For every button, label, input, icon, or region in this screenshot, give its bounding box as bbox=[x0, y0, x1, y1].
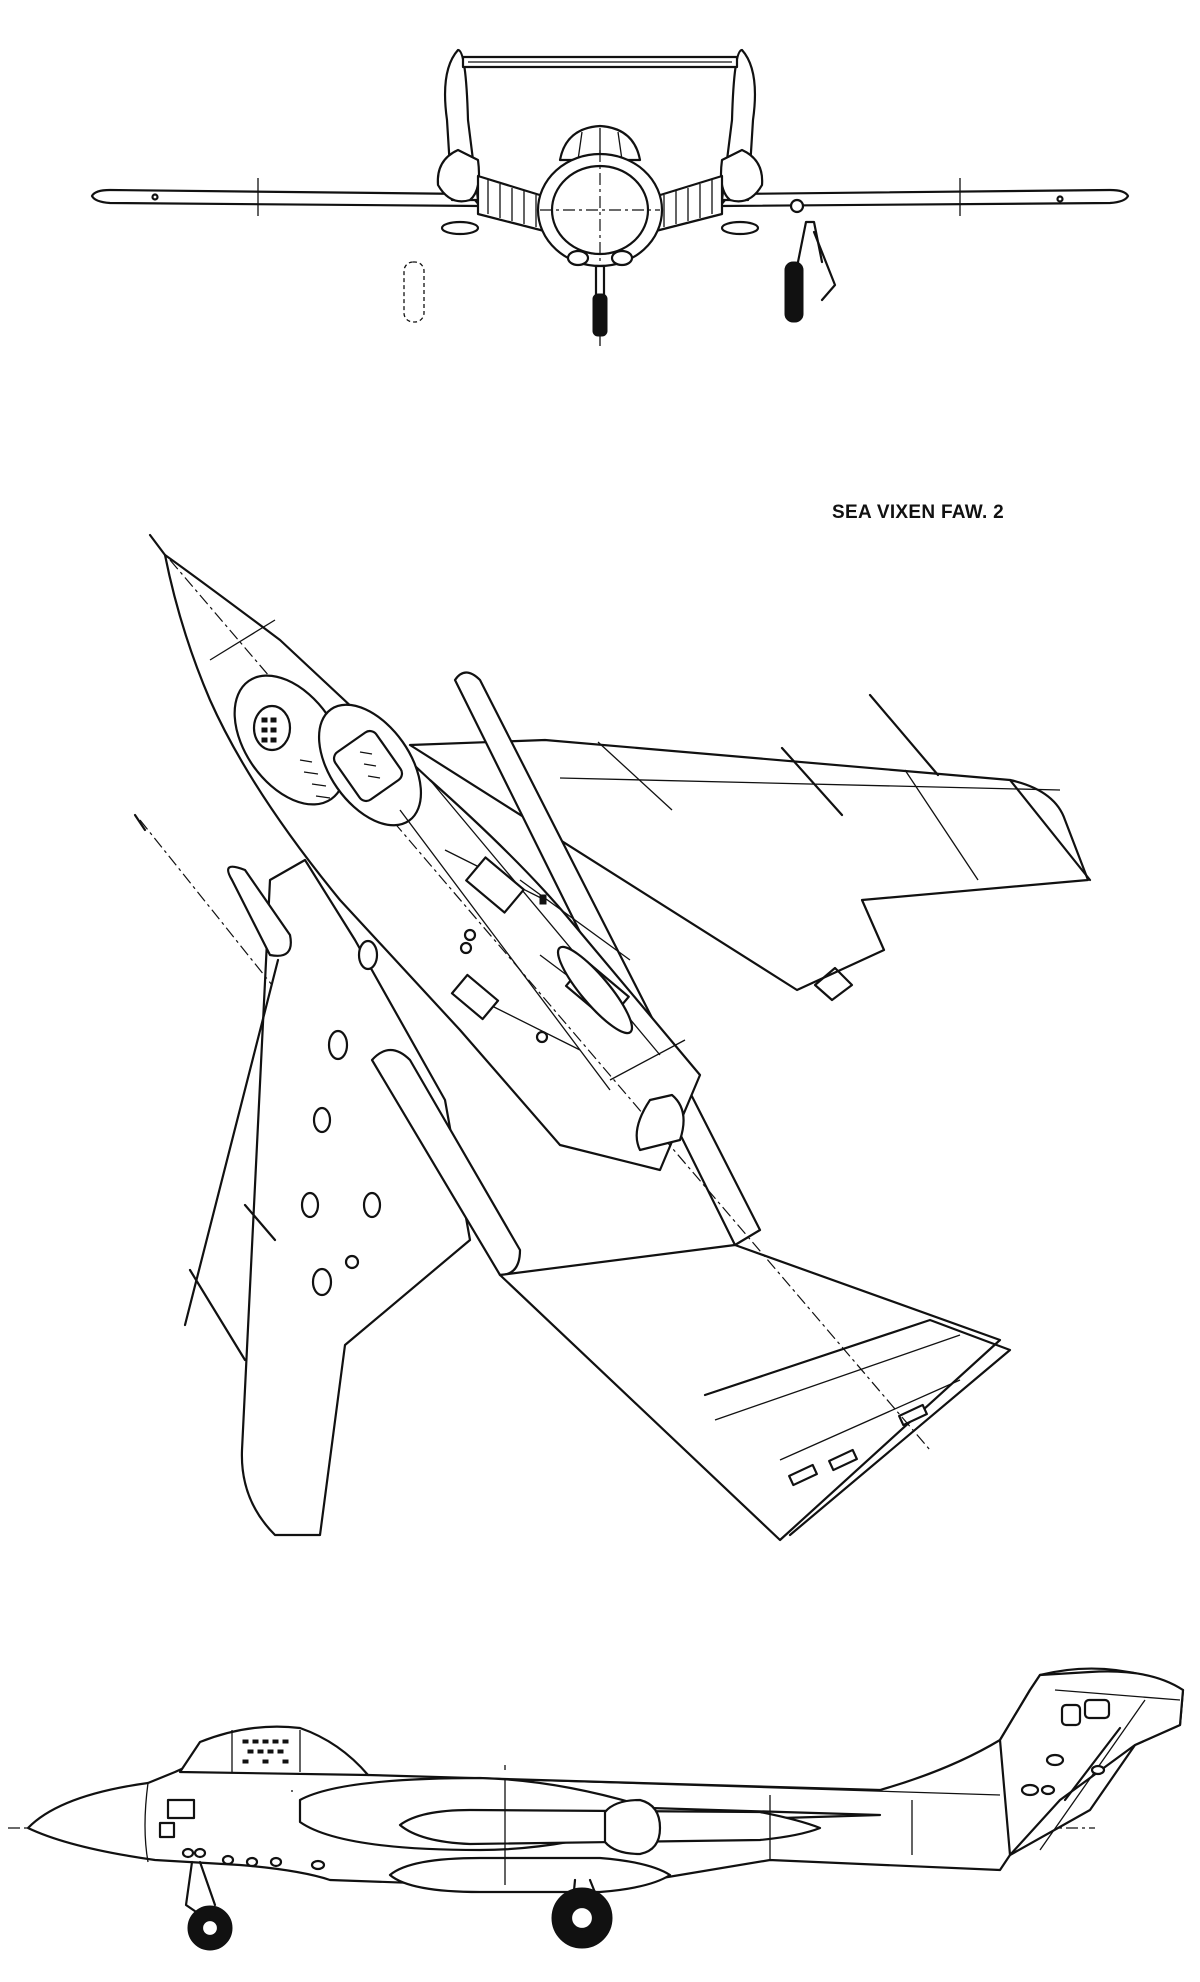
plan-view bbox=[133, 533, 1092, 1542]
pitot-probe bbox=[148, 533, 167, 557]
main-wheel bbox=[784, 261, 804, 323]
canopy-side bbox=[178, 1725, 370, 1777]
port-wing bbox=[240, 858, 472, 1537]
port-boom-pod bbox=[436, 148, 481, 203]
port-wing bbox=[90, 188, 482, 208]
main-wheel-retracted-outline bbox=[403, 261, 425, 323]
nose-gear-strut bbox=[594, 264, 606, 298]
starboard-boom-pod bbox=[719, 148, 764, 203]
starboard-wing bbox=[718, 188, 1130, 208]
nose-wheel bbox=[592, 293, 608, 337]
drop-tank-side bbox=[388, 1856, 672, 1894]
port-drop-tank bbox=[227, 865, 292, 957]
tailplane-area bbox=[498, 1243, 1002, 1542]
side-view bbox=[8, 1667, 1185, 1951]
drawing-title: SEA VIXEN FAW. 2 bbox=[832, 502, 1004, 523]
tailplane bbox=[703, 1318, 1012, 1537]
front-view bbox=[90, 48, 1130, 346]
tail-fin bbox=[998, 1670, 1185, 1857]
